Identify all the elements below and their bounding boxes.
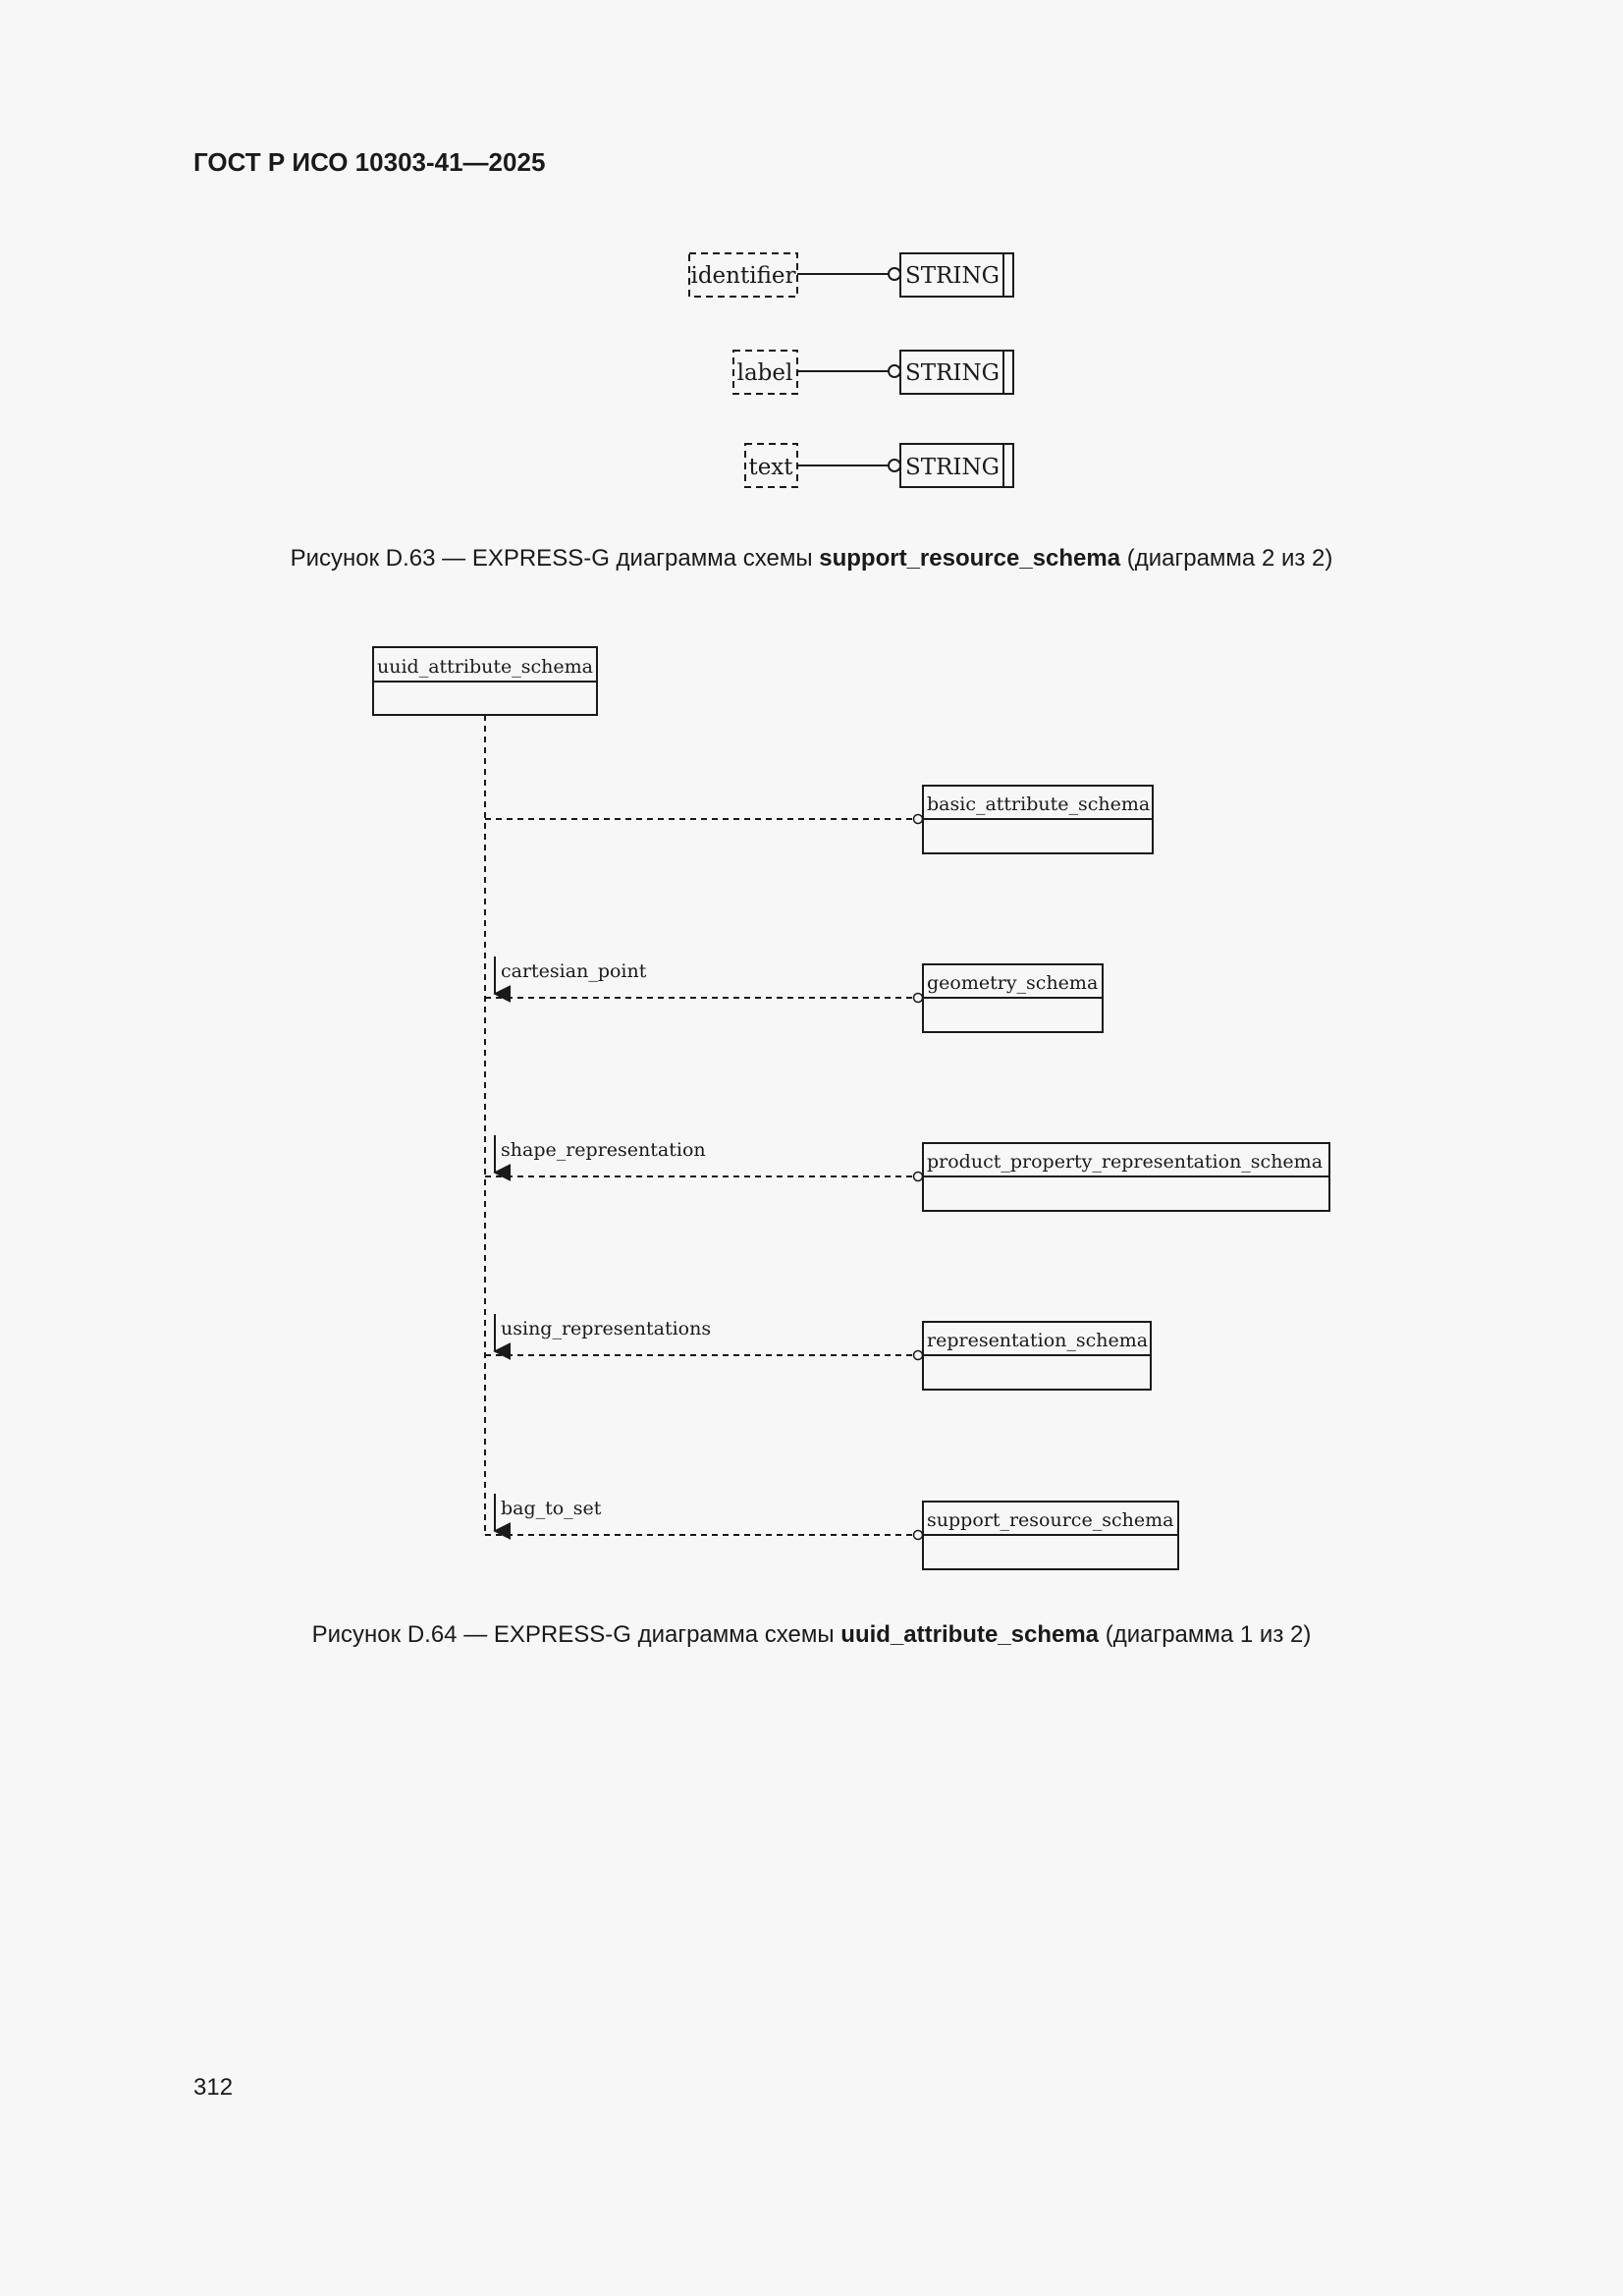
schema-name: basic_attribute_schema (927, 793, 1150, 815)
schema-name: geometry_schema (927, 972, 1098, 994)
reference-link-end (912, 992, 924, 1004)
type-box-text (899, 443, 1014, 488)
attribute-label-label: label (737, 360, 793, 386)
caption-schema: support_resource_schema (819, 545, 1121, 572)
figure-d64-diagram: uuid_attribute_schema basic_attribute_sc… (372, 646, 1330, 1570)
attribute-row-identifier: identifier STRING (688, 252, 1014, 298)
figure-d63-caption: Рисунок D.63 — EXPRESS-G диаграмма схемы… (0, 545, 1623, 573)
schema-name: support_resource_schema (927, 1509, 1173, 1531)
reference-geometry-schema: cartesian_point geometry_schema (485, 957, 1104, 1033)
referenced-item-label: shape_representation (501, 1139, 706, 1161)
caption-schema: uuid_attribute_schema (840, 1621, 1100, 1648)
caption-prefix: Рисунок D.63 — EXPRESS-G диаграмма схемы (290, 545, 813, 572)
type-box-identifier (899, 252, 1014, 298)
figure-d63-diagram: identifier STRING label STRING text STRI… (688, 252, 1014, 488)
page-number: 312 (193, 2074, 234, 2101)
reference-link-end (912, 1529, 924, 1541)
reference-basic-attribute-schema: basic_attribute_schema (485, 785, 1154, 854)
reference-link-end (912, 813, 924, 825)
referenced-item-label: using_representations (501, 1318, 711, 1339)
figure-d64-caption: Рисунок D.64 — EXPRESS-G диаграмма схемы… (0, 1621, 1623, 1649)
attribute-row-label: label STRING (732, 350, 1014, 395)
type-box-label (899, 350, 1014, 395)
referenced-item-label: cartesian_point (501, 960, 647, 982)
reference-support-resource-schema: bag_to_set support_resource_schema (485, 1494, 1179, 1570)
main-schema-box: uuid_attribute_schema (372, 646, 598, 716)
reference-link-end (912, 1171, 924, 1182)
document-header: ГОСТ Р ИСО 10303-41—2025 (193, 147, 546, 177)
schema-name: representation_schema (927, 1330, 1148, 1351)
type-label-identifier: STRING (905, 263, 1000, 289)
reference-product-property-representation-schema: shape_representation product_property_re… (485, 1135, 1330, 1212)
attribute-label-text: text (748, 455, 793, 480)
referenced-item-label: bag_to_set (501, 1498, 602, 1519)
attribute-row-text: text STRING (744, 443, 1014, 488)
reference-link-end (912, 1349, 924, 1361)
attribute-label-identifier: identifier (690, 263, 795, 289)
type-label-text: STRING (905, 455, 1000, 480)
caption-suffix: (диаграмма 2 из 2) (1126, 545, 1333, 572)
caption-prefix: Рисунок D.64 — EXPRESS-G диаграмма схемы (311, 1621, 835, 1648)
reference-representation-schema: using_representations representation_sch… (485, 1314, 1152, 1391)
schema-name: product_property_representation_schema (927, 1151, 1323, 1173)
main-schema-name: uuid_attribute_schema (377, 656, 593, 678)
caption-suffix: (диаграмма 1 из 2) (1105, 1621, 1312, 1648)
type-label-label: STRING (905, 360, 1000, 386)
